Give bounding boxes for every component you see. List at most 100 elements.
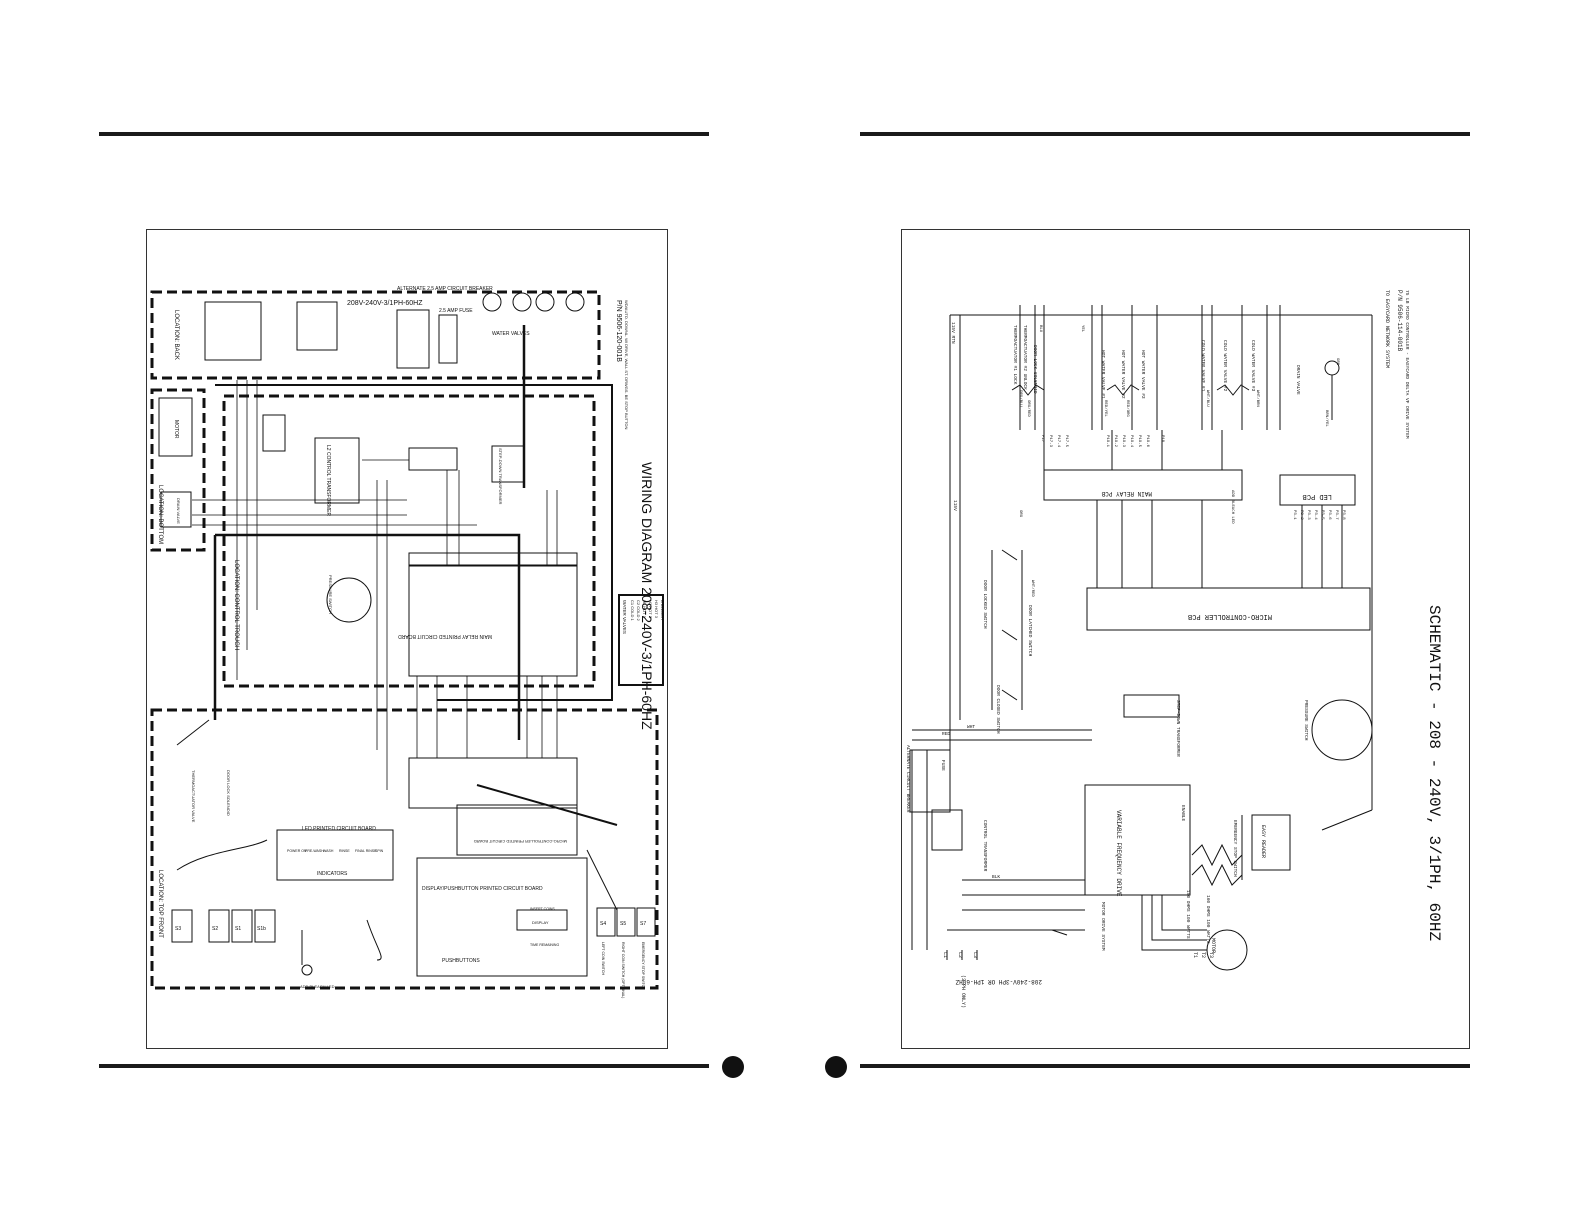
wiring-part-number: P/N 9506-120-001B: [615, 300, 622, 362]
thermo1-label: THERMOACTUATOR #1 LOCK: [1012, 325, 1018, 385]
wire-wht-blu: WHT/BLU: [1205, 390, 1210, 407]
switch-s1: S1: [235, 926, 241, 932]
stepdown-label: STEP-DOWN TRANSFORMER: [498, 448, 503, 504]
cold1-label: COLD WATER VALVE #1: [1200, 340, 1206, 392]
schematic-labels: SCHEMATIC - 208 - 240V, 3/1PH, 60HZ P/N …: [905, 290, 1443, 1008]
pin-p3-3: P3-3: [1306, 510, 1310, 520]
wire-org-red: ORG/RED: [1026, 400, 1031, 417]
cold3-label: COLD WATER VALVE #3: [1250, 340, 1256, 392]
drain-valve-label: DRAIN VALVE: [176, 498, 181, 524]
hot2-label: HOT WATER VALVE #2: [1120, 350, 1126, 399]
door-locked-label: DOOR LOCKED SWITCH: [982, 580, 988, 629]
pin-p3-2: P3-2: [1299, 510, 1303, 520]
led-pcb-label: LED PRINTED CIRCUIT BOARD: [302, 826, 376, 832]
wire-wht: WHT: [967, 724, 975, 730]
door-closed-label: DOOR CLOSED SWITCH: [995, 685, 1001, 734]
display-label: DISPLAY: [532, 920, 549, 925]
resistor1-label: 150 OHMS 100 WATTS: [1185, 890, 1191, 939]
main-relay-pcb-label: MAIN RELAY PCB: [1101, 490, 1152, 497]
switch-s2: S2: [212, 926, 218, 932]
right-coin-label: RIGHT COIN SWITCH (OPTIONAL): [621, 942, 625, 998]
wiring-diagram-labels: 208V-240V-3/1PH-60HZ ALTERNATE 2.5 AMP C…: [157, 286, 665, 998]
easycard-label: TO EASYCARD NETWORK SYSTEM: [1384, 290, 1390, 368]
bottom-rule-left: [99, 1064, 709, 1068]
water-valves-label: WATER VALVES: [492, 331, 530, 337]
indicator-4: RINSE: [339, 849, 350, 853]
schematic-part-note: 75 LB MICRO CONTROLLER - EASYCARD DELTA …: [1404, 290, 1410, 439]
wire-wht-red: WHT/RED: [1030, 580, 1035, 597]
bottom-rule-right: [860, 1064, 1470, 1068]
wire-org: ORG: [1018, 510, 1022, 518]
location-back: LOCATION: BACK: [173, 310, 179, 360]
indicators-label: INDICATORS: [317, 871, 348, 877]
wire-red-org: RED/ORG: [1125, 400, 1130, 417]
wire-red-yel: RED/YEL: [1103, 400, 1108, 417]
main-relay-label: MAIN RELAY PRINTED CIRCUIT BOARD: [398, 633, 492, 639]
pin-p19-1: P19-1: [1105, 435, 1109, 448]
pin-p18: P18: [1160, 435, 1164, 443]
switch-s3: S3: [175, 926, 181, 932]
pin-p19-4: P19-4: [1129, 435, 1133, 448]
supply-l3: L3: [972, 952, 978, 958]
cold2-label: COLD WATER VALVE #2: [1222, 340, 1228, 392]
schematic-panel: SCHEMATIC - 208 - 240V, 3/1PH, 60HZ P/N …: [901, 229, 1470, 1049]
wire-grn: GRN: [1335, 358, 1339, 366]
pin-p3-5: P3-5: [1320, 510, 1324, 520]
switch-s7: S7: [640, 921, 646, 927]
top-rule-left: [99, 132, 709, 136]
stepdown-label: STEP-DOWN TRANSFORMER: [1175, 700, 1181, 757]
legend-row-6: B BLEACH: [660, 600, 665, 620]
pin-p17-4: P17-4: [1056, 435, 1060, 448]
pin-p3-8: P3-8: [1341, 510, 1345, 520]
pressure-label: PRESSURE SWITCH: [1303, 700, 1309, 741]
wire-red: RED: [942, 731, 950, 737]
wire-yel: YEL: [1080, 325, 1084, 333]
pin-p3-1: P3-1: [1292, 510, 1296, 520]
supply-l1: L1: [942, 952, 948, 958]
location-control-trough: LOCATION: CONTROL TROUGH: [233, 560, 239, 650]
add-bleach-led-label: ADD BLEACH LED: [300, 984, 335, 989]
supply-label: 208-240V-3PH OR 1PH-60HZ: [955, 978, 1042, 985]
indicator-6: SPIN: [375, 849, 384, 853]
legend-row-3: H1 HOT 1: [642, 600, 647, 619]
pin-p19-3: P19-3: [1121, 435, 1125, 448]
indicator-1: POWER ON: [287, 849, 307, 853]
motor-t3: T3: [1208, 952, 1214, 958]
control-transformer-label: L2 CONTROL TRANSFORMER: [325, 445, 331, 517]
wire-blk: BLK: [992, 874, 1000, 880]
control-trough-box: [222, 394, 596, 688]
pin-p19-6: P19-6: [1145, 435, 1149, 448]
back-location-box: [150, 290, 601, 380]
page-dot-right: [825, 1056, 847, 1078]
indicator-3: WASH: [323, 849, 334, 853]
wiring-diagram-svg: 208V-240V-3/1PH-60HZ ALTERNATE 2.5 AMP C…: [150, 286, 665, 998]
legend-row-1: C1 COLD 1: [630, 600, 635, 621]
vfd-label: VARIABLE FREQUENCY DRIVE: [1115, 810, 1122, 897]
display-item-2: TIME REMAINING: [530, 943, 559, 947]
supply-label: 208V-240V-3/1PH-60HZ: [347, 300, 423, 307]
wire-115v: 115V: [952, 500, 958, 511]
top-rule-right: [860, 132, 1470, 136]
control-transformer-label: CONTROL TRANSFORMER: [982, 820, 988, 872]
motor-label: MOTOR: [173, 420, 179, 439]
wire-drg-blu: DRG/BLU: [1018, 390, 1023, 407]
legend-row-5: H3 HOT 3: [654, 600, 659, 619]
pin-p19-2: P19-2: [1113, 435, 1117, 448]
door-latched-label: DOOR LATCHED SWITCH: [1027, 605, 1033, 657]
left-coin-label: LEFT COIN SWITCH: [601, 942, 605, 975]
micro-pcb-label: MICRO-CONTROLLER PCB: [1188, 612, 1272, 620]
schematic-part-number: P/N 9506-114-001B: [1396, 290, 1403, 352]
top-front-box: [150, 708, 659, 990]
switch-s5: S5: [620, 921, 626, 927]
fuse-label: FUSE: [940, 760, 946, 771]
micro-controller-label: MICRO-CONTROLLER PRINTED CIRCUIT BOARD: [474, 839, 567, 844]
page-dot-left: [722, 1056, 744, 1078]
legend-row-4: H2 HOT 2: [648, 600, 653, 619]
legend-title: WATER VALVES: [622, 600, 627, 634]
pin-p3-4: P3-4: [1313, 510, 1317, 520]
emergency-label: EMERGENCY STOP SWITCH: [1232, 820, 1238, 877]
pin-p3-7: P3-7: [1334, 510, 1338, 520]
resistor2-label: 160 OHMS 100 WATTS: [1205, 895, 1211, 944]
legend-row-2: C2 COLD 2: [636, 600, 641, 621]
location-top-front: LOCATION: TOP FRONT: [157, 870, 163, 938]
